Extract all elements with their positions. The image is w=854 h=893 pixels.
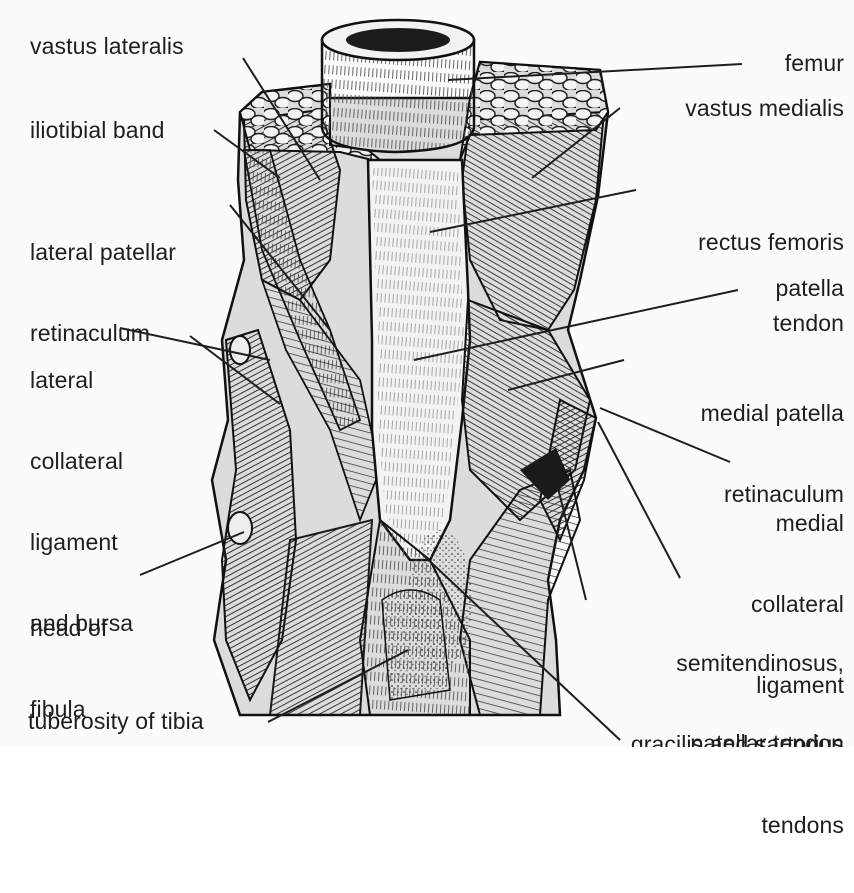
label-iliotibial-band: iliotibial band (30, 117, 164, 144)
label-vastus-lateralis: vastus lateralis (30, 33, 184, 60)
label-vastus-medialis: vastus medialis (685, 95, 844, 122)
tibia-tuberosity (382, 590, 450, 700)
fibula-head (228, 512, 252, 544)
label-femur: femur (785, 50, 844, 77)
label-patella: patella (776, 275, 844, 302)
label-tuberosity-of-tibia: tuberosity of tibia (28, 708, 204, 735)
bursa (230, 336, 250, 364)
label-patellar-tendon: patellar tendon (690, 730, 844, 757)
leader-semitendinosus-a (598, 422, 680, 578)
femur-bone (322, 20, 474, 152)
knee-anatomy-diagram: vastus lateralis iliotibial band lateral… (0, 0, 854, 763)
label-head-of-fibula: head of fibula (30, 561, 107, 777)
